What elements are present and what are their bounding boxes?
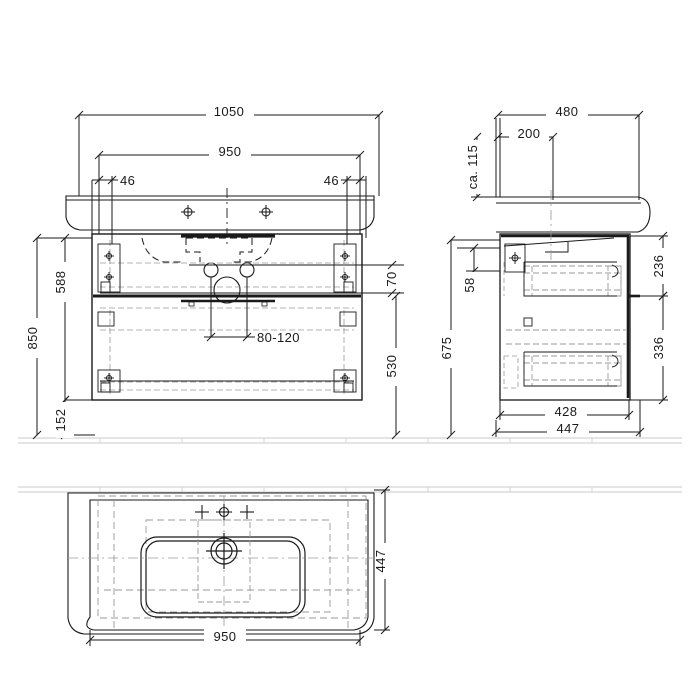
basin-underside-slope xyxy=(503,237,615,253)
plan-drain xyxy=(206,533,242,569)
dimension-label-428: 428 xyxy=(555,404,578,419)
basin-bowl-plan xyxy=(140,536,306,618)
side-left-hidden-detail xyxy=(503,262,519,389)
dim-58-textbg xyxy=(465,272,483,298)
dimension-label-70: 70 xyxy=(384,271,399,286)
side-upper-drawer-solid xyxy=(523,261,619,297)
dimension-label-447-side: 447 xyxy=(557,421,580,436)
dimension-label-447-plan: 447 xyxy=(373,550,388,573)
drawer-front-tabs xyxy=(188,301,268,307)
plan-view: 950 447 xyxy=(67,485,394,646)
cabinet-internal-hidden-lines xyxy=(100,240,354,394)
tap-hole-markers xyxy=(181,205,273,219)
dimension-label-950-front: 950 xyxy=(219,144,242,159)
dimension-46-left xyxy=(91,175,118,244)
dimension-label-675: 675 xyxy=(439,337,454,360)
dim-200-textbg xyxy=(509,125,549,141)
reference-lines xyxy=(18,437,682,493)
cabinet-front-outline xyxy=(91,233,363,401)
basin-side-outline xyxy=(496,196,651,233)
front-elevation-view: 1050 950 46 46 xyxy=(25,103,405,440)
side-lower-drawer-solid xyxy=(523,317,619,387)
hardware-upper-right xyxy=(333,243,357,294)
dim-152-textbg xyxy=(56,402,74,438)
hardware-lower-right xyxy=(333,311,357,393)
dimension-label-588: 588 xyxy=(53,271,68,294)
basin-bowl-well-hidden xyxy=(197,519,251,603)
dim-1050-textbg xyxy=(206,103,254,119)
dim-336-textbg xyxy=(654,330,672,366)
dim-ca115-textbg xyxy=(468,140,486,194)
dimension-label-850: 850 xyxy=(25,327,40,350)
hardware-upper-left xyxy=(97,243,121,294)
dimension-58 xyxy=(451,239,500,276)
dimension-label-236: 236 xyxy=(651,255,666,278)
side-elevation-view: 480 200 ca. 115 58 xyxy=(439,103,672,440)
dim-950-textbg xyxy=(209,143,251,159)
cabinet-side-outline xyxy=(499,233,631,401)
dimension-label-1050: 1050 xyxy=(214,104,245,119)
dimension-label-ca115: ca. 115 xyxy=(465,145,480,189)
dimension-label-950-plan: 950 xyxy=(214,629,237,644)
basin-plan-outline xyxy=(67,492,375,635)
dimension-label-80-120: 80-120 xyxy=(257,330,300,345)
side-wall-line xyxy=(495,118,501,197)
dimension-label-46-left: 46 xyxy=(120,173,135,188)
dim-428-textbg xyxy=(545,403,587,419)
dim-850-textbg xyxy=(28,318,46,358)
dimension-label-530: 530 xyxy=(384,355,399,378)
dim-447-plan-textbg xyxy=(376,543,394,579)
dimension-80-120 xyxy=(204,277,255,342)
dimension-label-46-right: 46 xyxy=(324,173,339,188)
dim-480-textbg xyxy=(546,103,588,119)
dimension-label-336: 336 xyxy=(651,337,666,360)
plan-tap-holes xyxy=(195,504,254,520)
dim-447-side-textbg xyxy=(547,420,589,436)
dimension-label-480: 480 xyxy=(556,104,579,119)
hardware-lower-left xyxy=(97,311,121,393)
dimension-label-152: 152 xyxy=(53,409,68,432)
dimension-46-right xyxy=(341,175,367,244)
dim-588-textbg xyxy=(56,262,74,302)
dim-236-textbg xyxy=(654,248,672,284)
side-mount-bracket xyxy=(504,243,526,273)
dim-675-textbg xyxy=(442,330,460,368)
dim-950-plan-textbg xyxy=(204,628,246,644)
dimension-70 xyxy=(348,260,404,298)
dimension-label-200: 200 xyxy=(518,126,541,141)
dim-530-textbg xyxy=(387,348,405,386)
drawer-runner-rails xyxy=(100,264,354,382)
dimension-label-58: 58 xyxy=(462,277,477,292)
basin-bowl-hidden xyxy=(141,237,273,263)
